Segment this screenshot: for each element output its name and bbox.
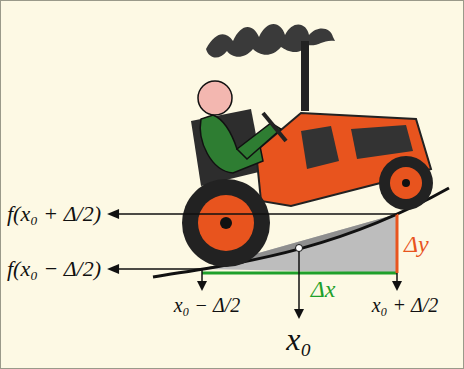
rear-axle bbox=[220, 217, 232, 229]
tractor-panel bbox=[351, 125, 413, 159]
leader-line bbox=[115, 268, 202, 270]
driver-head bbox=[198, 81, 232, 115]
front-hub bbox=[390, 167, 422, 199]
axis-label: x₀ − Δ/2 bbox=[174, 295, 241, 315]
leader-line bbox=[115, 213, 397, 215]
front-wheel bbox=[379, 156, 433, 210]
value-label: f(x₀ − Δ/2) bbox=[7, 258, 101, 280]
rear-wheel bbox=[182, 179, 270, 267]
delta-label: Δx bbox=[311, 277, 336, 301]
exhaust-pipe bbox=[301, 41, 309, 111]
exhaust-smoke bbox=[206, 24, 335, 58]
steering-wheel bbox=[263, 113, 286, 141]
arrow-head bbox=[107, 209, 119, 219]
axis-label: x₀ bbox=[286, 323, 311, 355]
delta-y-line bbox=[396, 214, 399, 273]
arrow-head bbox=[392, 281, 402, 291]
arrow-head bbox=[294, 309, 304, 319]
arrow-head bbox=[107, 264, 119, 274]
midpoint-dot bbox=[296, 245, 303, 252]
leader-line bbox=[298, 249, 300, 313]
delta-label: Δy bbox=[404, 232, 429, 256]
value-label: f(x₀ + Δ/2) bbox=[7, 203, 101, 225]
tractor-grille bbox=[301, 126, 339, 169]
front-axle bbox=[402, 179, 410, 187]
axis-label: x₀ + Δ/2 bbox=[372, 295, 439, 315]
rear-hub bbox=[198, 195, 254, 251]
arrow-head bbox=[197, 281, 207, 291]
